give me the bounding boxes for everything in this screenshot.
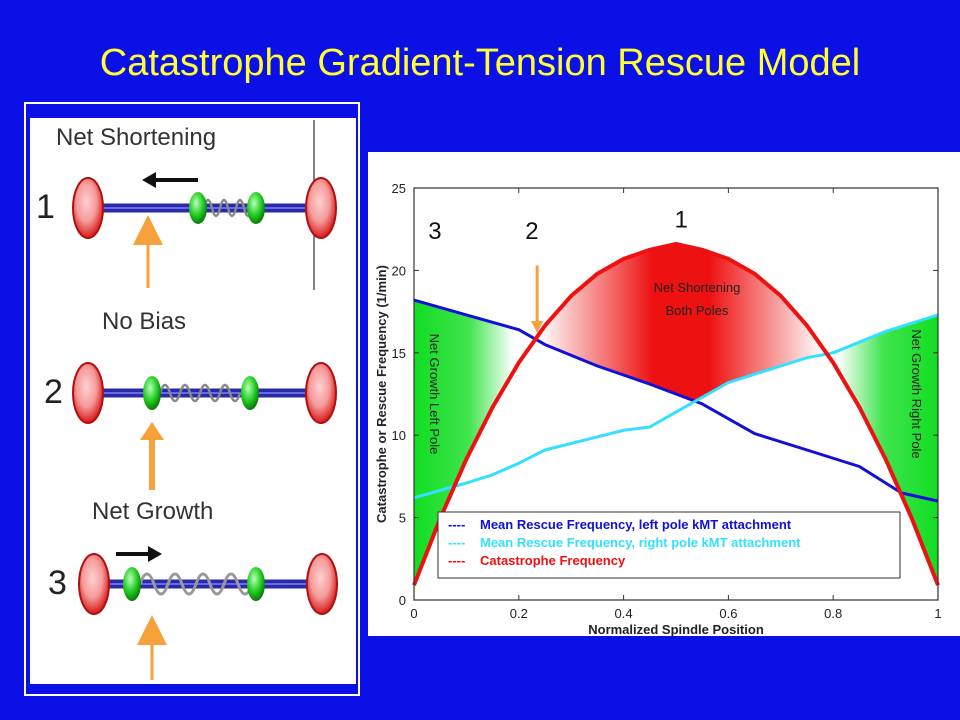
kinetochore-left xyxy=(123,567,141,601)
y-tick-label: 25 xyxy=(392,181,406,196)
kinetochore-right xyxy=(247,567,265,601)
legend-swatch: ---- xyxy=(448,553,465,568)
x-tick-label: 1 xyxy=(934,606,941,621)
state-3-diagram xyxy=(30,498,356,684)
kinetochore-left xyxy=(189,192,207,224)
rescue-right-line xyxy=(413,313,939,500)
legend-entry: Mean Rescue Frequency, left pole kMT att… xyxy=(480,517,792,532)
right-pole xyxy=(305,177,337,239)
legend-box xyxy=(437,511,901,579)
y-tick-label: 5 xyxy=(399,511,406,526)
state-2-diagram xyxy=(72,362,337,490)
x-axis-label: Normalized Spindle Position xyxy=(588,622,764,636)
legend-entry: Catastrophe Frequency xyxy=(480,553,626,568)
x-tick-label: 0.2 xyxy=(510,606,528,621)
net-growth-left-region xyxy=(414,300,540,586)
region-label-net-growth-right: Net Growth Right Pole xyxy=(909,329,924,458)
plot-frame xyxy=(413,187,939,601)
right-pole xyxy=(306,553,338,615)
direction-arrowhead-left xyxy=(142,172,156,188)
state-2-title: No Bias xyxy=(102,308,187,335)
point-label-2: 2 xyxy=(525,218,538,245)
kinetochore-right xyxy=(241,376,259,410)
left-pole xyxy=(72,177,104,239)
left-panel-frame xyxy=(24,102,360,696)
state-2-number: 2 xyxy=(44,373,63,411)
legend-entry: Mean Rescue Frequency, right pole kMT at… xyxy=(480,535,801,550)
spring xyxy=(202,198,254,218)
state-1-diagram xyxy=(72,120,337,290)
net-growth-right-region xyxy=(812,314,938,586)
point-label-3: 3 xyxy=(428,218,441,245)
y-tick-label: 10 xyxy=(392,428,406,443)
state-3-number: 3 xyxy=(48,564,67,602)
position-arrowhead-2 xyxy=(140,422,164,440)
point-label-1: 1 xyxy=(675,207,688,234)
x-tick-label: 0.4 xyxy=(615,606,633,621)
legend-swatch: ---- xyxy=(448,517,465,532)
direction-arrowhead-right xyxy=(148,546,162,562)
region-label-net-shortening: Net Shortening xyxy=(654,280,741,295)
kinetochore-left xyxy=(143,376,161,410)
region-label-net-growth-left: Net Growth Left Pole xyxy=(427,334,442,455)
x-tick-label: 0.8 xyxy=(824,606,842,621)
spring xyxy=(138,572,254,596)
states-illustration xyxy=(30,120,356,684)
y-tick-label: 0 xyxy=(399,593,406,608)
state-1-number: 1 xyxy=(36,188,55,226)
kinetochore-right xyxy=(247,192,265,224)
slide-title: Catastrophe Gradient-Tension Rescue Mode… xyxy=(99,42,861,84)
y-tick-label: 20 xyxy=(392,263,406,278)
y-tick-label: 15 xyxy=(392,346,406,361)
right-pole xyxy=(305,362,337,424)
net-shortening-region xyxy=(529,244,834,402)
state-3-title: Net Growth xyxy=(92,498,214,525)
microtubule-states-panel: Net Shortening 1 No Bias 2 Net Growth 3 xyxy=(30,118,356,684)
x-tick-label: 0 xyxy=(410,606,417,621)
rescue-left-line xyxy=(413,298,939,503)
region-label-both-poles: Both Poles xyxy=(666,303,729,318)
catastrophe-line xyxy=(412,242,940,586)
x-tick-label: 0.6 xyxy=(719,606,737,621)
y-axis-label: Catastrophe or Rescue Frequency (1/min) xyxy=(374,265,389,523)
left-pole xyxy=(72,362,104,424)
state-1-title: Net Shortening xyxy=(56,124,217,151)
spring xyxy=(158,383,242,403)
left-pole xyxy=(78,553,110,615)
legend-swatch: ---- xyxy=(448,535,465,550)
position-indicator-arrowhead xyxy=(531,321,544,334)
